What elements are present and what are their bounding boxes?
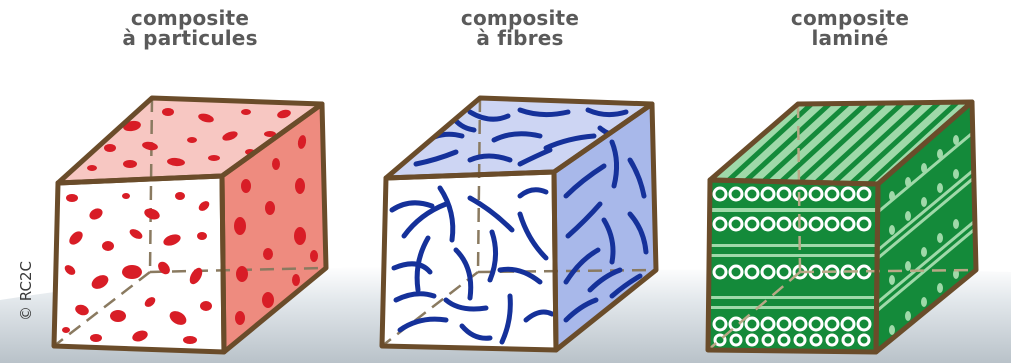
label-fibre-line2: à fibres bbox=[410, 28, 630, 48]
label-fibre-composite: composite à fibres bbox=[410, 8, 630, 48]
label-particle-composite: composite à particules bbox=[80, 8, 300, 48]
label-fibre-line1: composite bbox=[410, 8, 630, 28]
label-laminate-line2: laminé bbox=[740, 28, 960, 48]
label-laminate-composite: composite laminé bbox=[740, 8, 960, 48]
label-laminate-line1: composite bbox=[740, 8, 960, 28]
label-particle-line1: composite bbox=[80, 8, 300, 28]
label-particle-line2: à particules bbox=[80, 28, 300, 48]
copyright-notice: © RC2C bbox=[17, 251, 35, 331]
